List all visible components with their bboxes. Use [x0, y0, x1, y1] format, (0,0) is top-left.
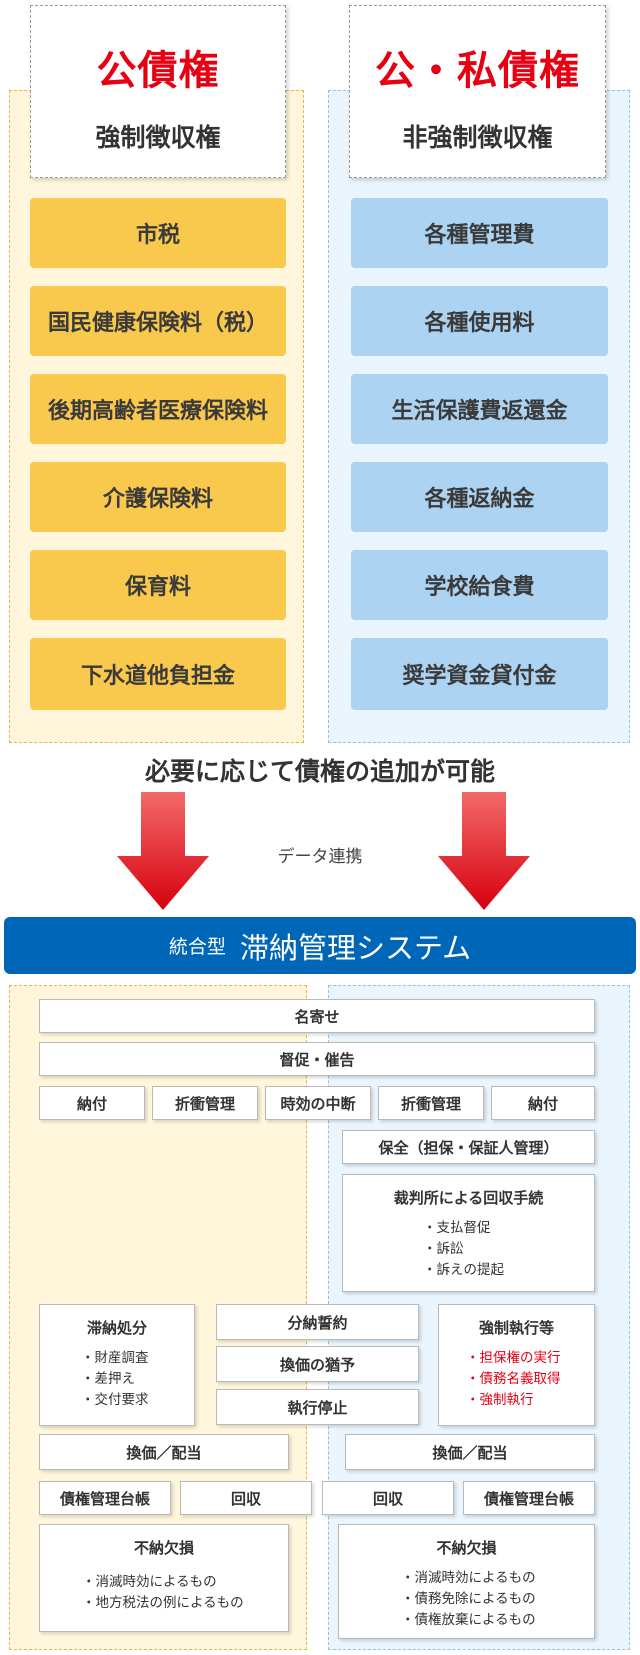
system-name: 滞納管理システム [239, 930, 472, 965]
negotiation-box: 折衝管理 [152, 1086, 258, 1120]
tokusoku-box: 督促・催告 [39, 1042, 595, 1076]
claims-ledger-box: 債権管理台帳 [39, 1481, 171, 1515]
installment-pledge-box: 分納誓約 [216, 1304, 419, 1340]
delinquency-disposition-item: ・財産調査 [81, 1350, 149, 1366]
public-claim-item: 国民健康保険料（税） [30, 286, 286, 356]
court-recovery-item: ・支払督促 [423, 1220, 491, 1236]
public-claims-header: 公債権 強制徴収権 [30, 5, 286, 178]
prescription-interruption-box: 時効の中断 [265, 1086, 371, 1120]
private-claim-item: 学校給食費 [351, 550, 608, 620]
public-claim-item: 市税 [30, 198, 286, 268]
system-title-bar: 統合型 滞納管理システム [4, 917, 636, 974]
down-arrow-icon [117, 792, 209, 910]
payment-box: 納付 [39, 1086, 145, 1120]
delinquency-disposition-title: 滞納処分 [86, 1319, 147, 1337]
write-off-title: 不納欠損 [436, 1539, 497, 1557]
realization-grace-box: 換価の猶予 [216, 1346, 419, 1382]
collection-box: 回収 [180, 1481, 312, 1515]
write-off-item: ・地方税法の例によるもの [82, 1595, 244, 1611]
private-claim-item: 生活保護費返還金 [351, 374, 608, 444]
addition-note: 必要に応じて債権の追加が可能 [144, 757, 495, 786]
write-off-item: ・債務免除によるもの [401, 1591, 536, 1607]
court-recovery-title: 裁判所による回収手続 [393, 1189, 544, 1207]
private-claim-item: 各種返納金 [351, 462, 608, 532]
realization-distribution-box: 換価／配当 [39, 1434, 289, 1470]
compulsory-execution-title: 強制執行等 [478, 1319, 554, 1337]
private-claims-title: 公・私債権 [375, 48, 580, 94]
realization-distribution-box: 換価／配当 [345, 1434, 595, 1470]
collection-box: 回収 [322, 1481, 454, 1515]
court-recovery-item: ・訴訟 [423, 1241, 464, 1257]
claims-ledger-box: 債権管理台帳 [463, 1481, 595, 1515]
court-recovery-box: 裁判所による回収手続 ・支払督促 ・訴訟 ・訴えの提起 [342, 1174, 595, 1292]
public-claims-subtitle: 強制徴収権 [95, 123, 221, 152]
private-claim-item: 各種管理費 [351, 198, 608, 268]
delinquency-disposition-box: 滞納処分 ・財産調査 ・差押え ・交付要求 [39, 1304, 195, 1426]
delinquency-disposition-item: ・差押え [81, 1371, 135, 1387]
public-claim-item: 後期高齢者医療保険料 [30, 374, 286, 444]
compulsory-execution-item: ・債務名義取得 [466, 1371, 561, 1387]
preservation-box: 保全（担保・保証人管理） [342, 1130, 595, 1164]
write-off-item: ・消滅時効によるもの [82, 1574, 217, 1590]
delinquency-disposition-item: ・交付要求 [81, 1392, 149, 1408]
data-link-label: データ連携 [277, 847, 363, 867]
write-off-item: ・消滅時効によるもの [401, 1570, 536, 1586]
write-off-title: 不納欠損 [133, 1539, 194, 1557]
private-claims-subtitle: 非強制徴収権 [402, 123, 553, 152]
negotiation-box: 折衝管理 [378, 1086, 484, 1120]
write-off-item: ・債権放棄によるもの [401, 1612, 536, 1628]
nayose-box: 名寄せ [39, 999, 595, 1033]
public-claim-item: 介護保険料 [30, 462, 286, 532]
down-arrow-icon [438, 792, 530, 910]
execution-suspension-box: 執行停止 [216, 1389, 419, 1425]
private-claim-item: 奨学資金貸付金 [351, 638, 608, 710]
system-prefix: 統合型 [168, 936, 226, 958]
public-claims-title: 公債権 [96, 48, 220, 94]
private-claim-item: 各種使用料 [351, 286, 608, 356]
compulsory-execution-box: 強制執行等 ・担保権の実行 ・債務名義取得 ・強制執行 [438, 1304, 595, 1426]
public-claim-item: 下水道他負担金 [30, 638, 286, 710]
compulsory-execution-item: ・担保権の実行 [466, 1350, 561, 1366]
write-off-box: 不納欠損 ・消滅時効によるもの ・地方税法の例によるもの [39, 1524, 289, 1632]
court-recovery-item: ・訴えの提起 [423, 1262, 504, 1278]
compulsory-execution-item: ・強制執行 [466, 1392, 534, 1408]
payment-box: 納付 [491, 1086, 595, 1120]
private-claims-header: 公・私債権 非強制徴収権 [349, 5, 606, 178]
public-claim-item: 保育料 [30, 550, 286, 620]
write-off-box: 不納欠損 ・消滅時効によるもの ・債務免除によるもの ・債権放棄によるもの [338, 1524, 595, 1639]
